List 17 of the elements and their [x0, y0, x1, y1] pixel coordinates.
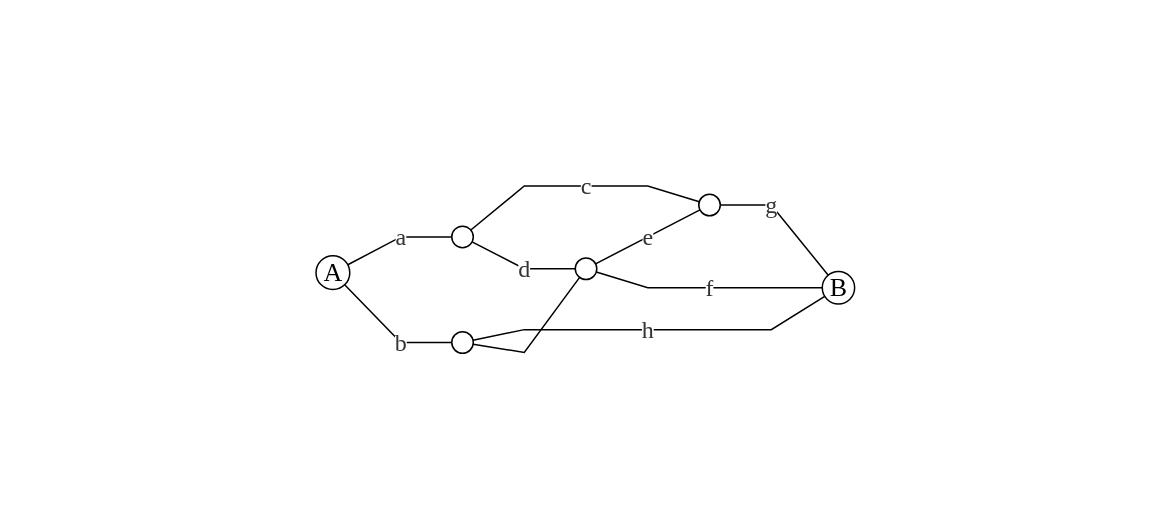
- node-circle: [451, 224, 475, 248]
- connector: [344, 283, 453, 343]
- edge-label: e: [642, 223, 654, 250]
- edge-label: h: [641, 316, 654, 343]
- node-circle: [451, 330, 475, 354]
- node-circle: [574, 256, 598, 280]
- connector: [595, 208, 701, 265]
- edge-label: a: [395, 223, 407, 250]
- edge-label: b: [394, 329, 407, 355]
- edge-label: c: [580, 172, 592, 199]
- node-circle: B: [821, 270, 856, 305]
- connector: [347, 235, 453, 265]
- node-circle: A: [315, 254, 351, 290]
- edge-label: f: [705, 274, 714, 301]
- edge-label: g: [765, 191, 778, 218]
- edge-label: d: [518, 255, 531, 282]
- node-circle: [698, 193, 722, 216]
